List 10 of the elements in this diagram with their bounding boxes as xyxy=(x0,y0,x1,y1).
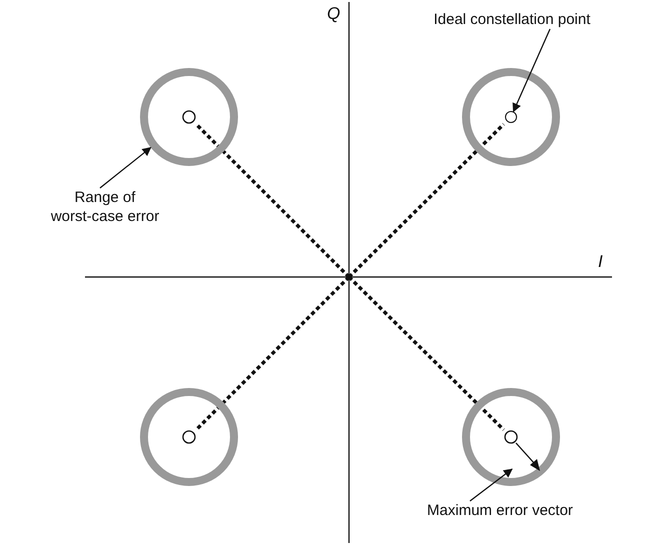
axis-label: Q xyxy=(327,4,340,24)
leader-line xyxy=(512,28,551,112)
callout-text: Ideal constellation point xyxy=(432,10,592,29)
leader-line xyxy=(470,468,513,502)
callout-text: Range of worst-case error xyxy=(45,188,165,226)
callout-text: Maximum error vector xyxy=(393,501,607,520)
axis-label: I xyxy=(598,252,603,272)
error-range-ring xyxy=(140,68,238,166)
leader-line xyxy=(100,147,152,188)
constellation-point xyxy=(505,111,517,123)
